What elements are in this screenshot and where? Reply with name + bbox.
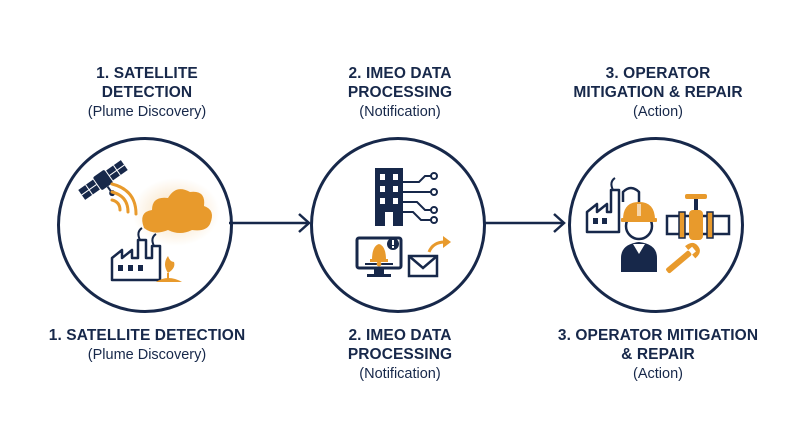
email-forward-icon: [407, 236, 451, 278]
hard-hat-worker-icon: [621, 202, 657, 272]
data-network-icon: [403, 172, 438, 224]
step-1-top-label: 1. SATELLITE DETECTION (Plume Discovery): [37, 64, 257, 122]
step-operator-mitigation: 3. OPERATOR MITIGATION & REPAIR (Action): [548, 0, 768, 447]
arrow-step-2-to-3: [484, 213, 566, 233]
step-1-bottom-subtitle: (Plume Discovery): [87, 347, 207, 363]
step-2-top-label: 2. IMEO DATA PROCESSING (Notification): [290, 64, 510, 122]
step-2-top-subtitle: (Notification): [359, 104, 441, 120]
step-2-illustration: [355, 168, 451, 278]
step-1-top-subtitle: (Plume Discovery): [87, 104, 207, 120]
step-2-bottom-title-line-1: 2. IMEO DATA: [348, 327, 452, 344]
step-1-bottom-label: 1. SATELLITE DETECTION (Plume Discovery): [37, 326, 257, 365]
step-2-bottom-label: 2. IMEO DATA PROCESSING (Notification): [290, 326, 510, 384]
step-3-top-title-line-1: 3. OPERATOR: [605, 65, 711, 82]
step-3-top-title-line-2: MITIGATION & REPAIR: [573, 84, 743, 101]
wrench-icon: [666, 242, 700, 274]
step-2-top-title-line-1: 2. IMEO DATA: [348, 65, 452, 82]
arrow-step-1-to-2: [229, 213, 311, 233]
step-3-circle: [568, 137, 744, 313]
step-imeo-data-processing: 2. IMEO DATA PROCESSING (Notification): [290, 0, 510, 447]
satellite-icon: [78, 160, 128, 200]
step-1-top-title-line-2: DETECTION: [101, 84, 193, 101]
step-1-illustration: [78, 160, 220, 282]
step-3-top-label: 3. OPERATOR MITIGATION & REPAIR (Action): [548, 64, 768, 122]
factory-icon: [585, 177, 641, 234]
step-3-illustration: [585, 177, 731, 274]
step-1-bottom-title-line-1: 1. SATELLITE DETECTION: [48, 327, 246, 344]
step-3-bottom-title-line-2: & REPAIR: [621, 346, 695, 363]
step-3-bottom-subtitle: (Action): [633, 366, 683, 382]
bell-alert-icon: [370, 238, 399, 267]
pipe-valve-icon: [665, 194, 731, 240]
step-1-top-title-line-1: 1. SATELLITE: [96, 65, 198, 82]
gas-flame-icon: [156, 256, 182, 282]
step-2-bottom-subtitle: (Notification): [359, 366, 441, 382]
step-1-circle: [57, 137, 233, 313]
factory-icon: [110, 227, 162, 282]
step-2-top-title-line-2: PROCESSING: [347, 84, 453, 101]
step-2-bottom-title-line-2: PROCESSING: [347, 346, 453, 363]
methane-plume-cloud-icon: [132, 178, 220, 246]
step-satellite-detection: 1. SATELLITE DETECTION (Plume Discovery): [37, 0, 257, 447]
office-building-icon: [375, 168, 403, 226]
step-2-circle: [310, 137, 486, 313]
step-3-top-subtitle: (Action): [633, 104, 683, 120]
step-3-bottom-label: 3. OPERATOR MITIGATION & REPAIR (Action): [548, 326, 768, 384]
step-3-bottom-title-line-1: 3. OPERATOR MITIGATION: [557, 327, 759, 344]
